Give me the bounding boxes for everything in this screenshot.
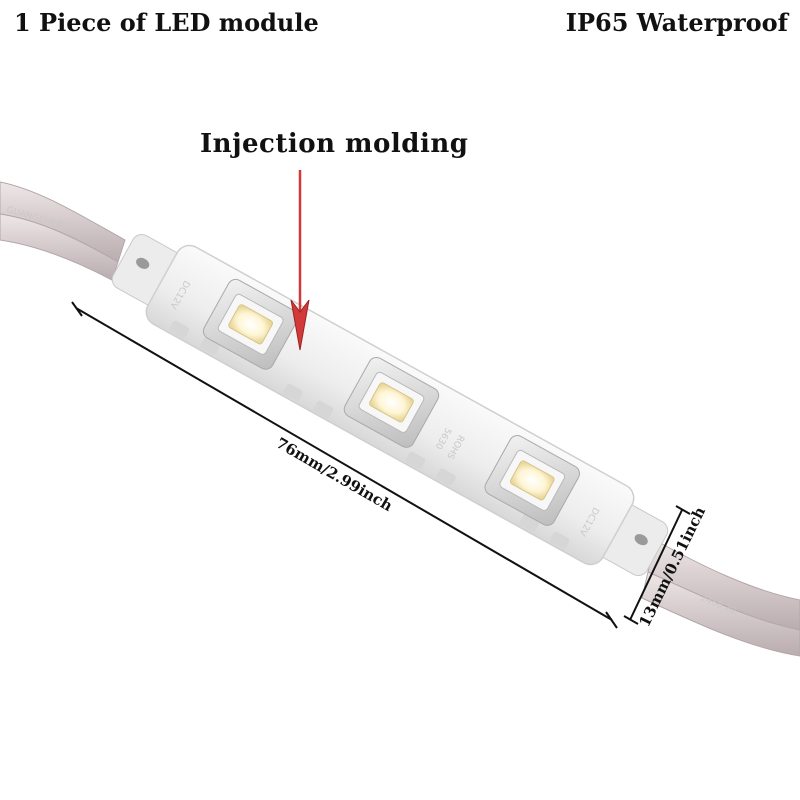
left-cable xyxy=(0,181,126,281)
led-chip-2 xyxy=(343,356,440,448)
module-body: DC12V 5630 ROHS DC12V xyxy=(111,233,669,577)
led-chip-3 xyxy=(484,435,581,526)
waterproof-caption: IP65 Waterproof xyxy=(565,8,788,37)
right-cable xyxy=(641,539,800,657)
injection-arrow xyxy=(290,170,310,351)
led-chip-1 xyxy=(202,278,299,370)
injection-molding-caption: Injection molding xyxy=(200,129,469,159)
product-caption: 1 Piece of LED module xyxy=(14,8,319,37)
